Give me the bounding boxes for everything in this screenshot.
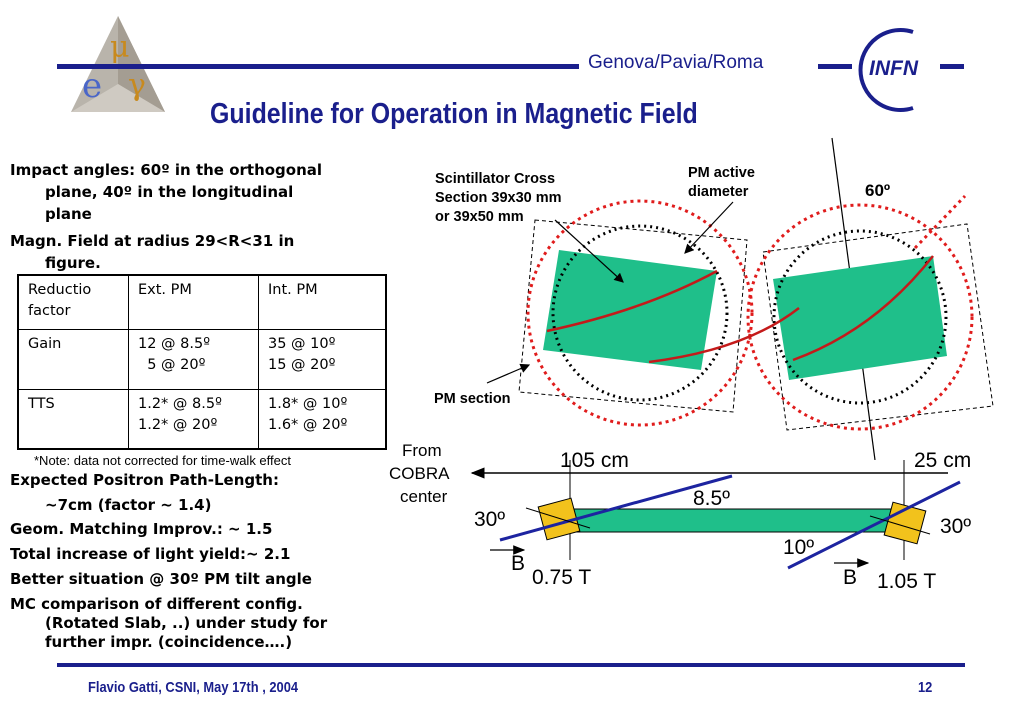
table-cell: 1.8* @ 10º 1.6* @ 20º [258,388,387,450]
table-cell: TTS [17,388,129,450]
header-rule-right [940,64,964,69]
logo-letter-e: e [82,66,103,106]
bullet-mc-comparison-3: further impr. (coincidence….) [45,633,293,651]
scintillator-callout-arrow [554,219,624,283]
pm-section-label: PM section [434,391,511,407]
infn-logo-text: INFN [869,57,918,80]
positron-track-left [546,269,718,333]
tilt-line-right [869,515,931,535]
bullet-mc-comparison-1: MC comparison of different config. [10,595,303,613]
from-cobra-label-1: From [402,441,442,460]
b-field-label-right: B [843,566,858,589]
distance-label-right: 25 cm [914,449,972,472]
logo-letter-mu: μ [110,30,130,65]
field-line-right [787,480,961,570]
pm-active-callout-arrow [684,201,734,254]
from-cobra-label-3: center [400,487,448,506]
bullet-path-length-value: ~7cm (factor ~ 1.4) [45,496,212,514]
pm-outer-circle-left [526,199,754,427]
infn-logo: INFN [853,26,935,114]
bullet-geom-matching: Geom. Matching Improv.: ~ 1.5 [10,520,273,538]
field-angle-label: 10º [783,536,815,559]
scintillator-label-2: Section 39x30 mm [435,190,562,206]
reduction-factor-table: Reductio factor Ext. PM Int. PM Gain 12 … [17,274,387,450]
footer-author: Flavio Gatti, CSNI, May 17th , 2004 [88,679,299,696]
pm-cross-section-diagram [486,137,994,460]
pm-tilt-label-left: 30º [474,508,506,531]
positron-track-middle [648,307,800,364]
distance-label-left: 105 cm [560,449,629,472]
field-line-left [499,474,733,542]
header-rule-mid [818,64,852,69]
logo-letter-gamma: γ [128,68,146,103]
pm-section-outline-left [518,219,748,413]
footer-rule [57,663,965,667]
from-cobra-label-2: COBRA [389,464,450,483]
scintillator-slab-left [543,250,717,370]
impact-angle-label: 60º [865,181,891,200]
pm-active-label-1: PM active [688,165,755,181]
table-cell: Reductio factor [17,274,129,330]
tilt-line-left [525,507,591,529]
field-strength-right: 1.05 T [877,570,937,593]
scintillator-slab-right [773,256,947,380]
impact-angles-line-3: plane [45,205,92,223]
bullet-tilt-angle: Better situation @ 30º PM tilt angle [10,570,312,588]
table-cell: 12 @ 8.5º 5 @ 20º [128,328,259,390]
table-cell: 1.2* @ 8.5º 1.2* @ 20º [128,388,259,450]
bullet-mc-comparison-2: (Rotated Slab, ..) under study for [45,614,328,632]
table-note: *Note: data not corrected for time-walk … [34,453,291,468]
pm-active-diameter-left [551,224,729,402]
scintillator-slab [561,508,907,533]
slab-angle-label: 8.5º [693,487,730,510]
affiliation: Genova/Pavia/Roma [588,52,764,73]
page-number: 12 [918,679,933,696]
scintillator-label-1: Scintillator Cross [435,171,556,187]
slab-geometry-diagram [470,460,961,570]
b-field-label-left: B [511,552,526,575]
table-cell: Int. PM [258,274,387,330]
magn-field-line-1: Magn. Field at radius 29<R<31 in [10,232,295,250]
impact-angle-line [913,194,967,250]
scintillator-label-3: or 39x50 mm [435,209,524,225]
impact-angles-line-1: Impact angles: 60º in the orthogonal [10,161,323,179]
header-rule-left [57,64,579,69]
pm-outer-circle-right [746,203,974,431]
bullet-light-yield: Total increase of light yield:~ 2.1 [10,545,291,563]
pm-active-diameter-right [772,229,948,405]
pm-active-label-2: diameter [688,184,749,200]
impact-angles-line-2: plane, 40º in the longitudinal [45,183,294,201]
table-cell: 35 @ 10º 15 @ 20º [258,328,387,390]
table-cell: Gain [17,328,129,390]
magn-field-line-2: figure. [45,254,101,272]
bullet-path-length: Expected Positron Path-Length: [10,471,279,489]
slide-title: Guideline for Operation in Magnetic Fiel… [210,98,698,130]
pm-tilt-label-right: 30º [940,515,972,538]
pm-section-callout-arrow [486,363,531,384]
field-strength-left: 0.75 T [532,566,592,589]
table-row: Gain 12 @ 8.5º 5 @ 20º 35 @ 10º 15 @ 20º [17,328,387,390]
pm-box-left [537,497,581,541]
table-row: Reductio factor Ext. PM Int. PM [17,274,387,330]
table-cell: Ext. PM [128,274,259,330]
table-row: TTS 1.2* @ 8.5º 1.2* @ 20º 1.8* @ 10º 1.… [17,388,387,450]
positron-track-right [792,255,934,362]
